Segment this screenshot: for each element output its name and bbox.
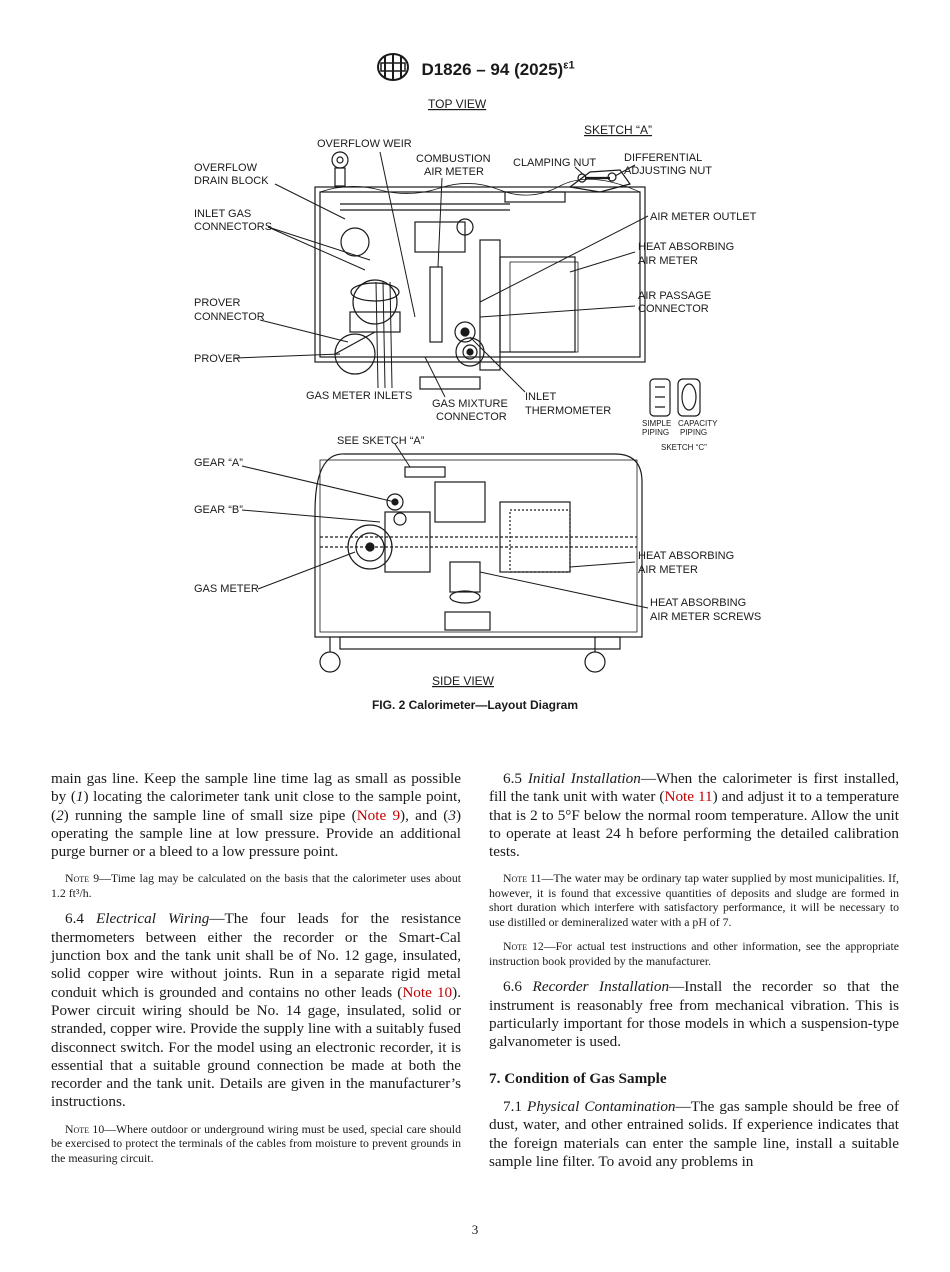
label-prover-connector-1: PROVER [194,297,241,309]
note-9: Note 9—Time lag may be calculated on the… [51,871,461,900]
standard-designation: D1826 – 94 (2025)ε1 [421,59,575,79]
label-heat-absorbing-side: HEAT ABSORBING [638,550,734,562]
label-simple-piping: PIPING [642,428,669,437]
label-overflow-weir: OVERFLOW WEIR [317,138,412,150]
label-thermometer: THERMOMETER [525,405,611,417]
label-air-passage-connector: CONNECTOR [638,303,709,315]
note-9-link[interactable]: Note 9 [356,806,401,824]
label-overflow-drain: OVERFLOW [194,162,258,174]
label-gas-mixture: GAS MIXTURE [432,398,508,410]
label-clamping-nut: CLAMPING NUT [513,157,596,169]
label-screws-1: HEAT ABSORBING [650,597,746,609]
label-prover: PROVER [194,353,241,365]
calorimeter-layout-diagram: TOP VIEW SKETCH “A” OVERFLOW WEIR OVERFL… [180,92,770,692]
section-6-4: 6.4 Electrical Wiring—The four leads for… [51,910,462,1111]
label-gear-b: GEAR “B” [194,504,243,516]
sketch-c-title: SKETCH “C” [661,443,707,452]
label-inlet-gas: INLET GAS [194,208,251,220]
figure-caption: FIG. 2 Calorimeter—Layout Diagram [371,698,579,712]
label-capacity-piping: PIPING [680,428,707,437]
top-view-title: TOP VIEW [428,97,487,111]
label-gas-mixture-connector: CONNECTOR [436,411,507,423]
page-number: 3 [471,1222,479,1237]
section-7-1: 7.1 Physical Contamination—The gas sampl… [489,1097,899,1170]
section-7-heading: 7. Condition of Gas Sample [489,1069,667,1087]
label-screws-2: AIR METER SCREWS [650,611,761,623]
label-see-sketch-a: SEE SKETCH “A” [337,435,425,447]
note-10-link[interactable]: Note 10 [402,983,453,1001]
label-gas-meter-inlets: GAS METER INLETS [306,390,412,402]
side-view-title: SIDE VIEW [432,674,495,688]
label-simple: SIMPLE [642,419,671,428]
label-capacity: CAPACITY [678,419,718,428]
page-header: D1826 – 94 (2025)ε1 [0,52,950,87]
right-column: 6.5 Initial Installation—When the calori… [489,770,899,1179]
section-6-5: 6.5 Initial Installation—When the calori… [489,770,900,861]
astm-logo [375,52,411,87]
label-heat-absorbing-air-meter: AIR METER [638,255,698,267]
label-gas-meter: GAS METER [194,583,259,595]
label-differential: DIFFERENTIAL [624,152,702,164]
label-air-meter: AIR METER [424,166,484,178]
label-combustion: COMBUSTION [416,153,491,165]
label-inlet: INLET [525,391,556,403]
label-connectors: CONNECTORS [194,221,272,233]
label-prover-connector-2: CONNECTOR [194,311,265,323]
label-heat-absorbing: HEAT ABSORBING [638,241,734,253]
note-12: Note 12—For actual test instructions and… [489,939,899,968]
paragraph-sample-line: main gas line. Keep the sample line time… [51,770,461,861]
section-6-6: 6.6 Recorder Installation—Install the re… [489,978,900,1051]
label-adjusting-nut: ADJUSTING NUT [624,165,712,177]
label-drain-block: DRAIN BLOCK [194,175,269,187]
label-air-passage: AIR PASSAGE [638,290,711,302]
sketch-a-title: SKETCH “A” [584,123,652,137]
label-air-meter-outlet: AIR METER OUTLET [650,211,757,223]
note-10: Note 10—Where outdoor or underground wir… [51,1121,461,1165]
left-column: main gas line. Keep the sample line time… [51,770,461,1175]
label-gear-a: GEAR “A” [194,457,243,469]
label-heat-absorbing-side-air-meter: AIR METER [638,564,698,576]
note-11-link[interactable]: Note 11 [664,788,713,806]
note-11: Note 11—The water may be ordinary tap wa… [489,871,899,929]
